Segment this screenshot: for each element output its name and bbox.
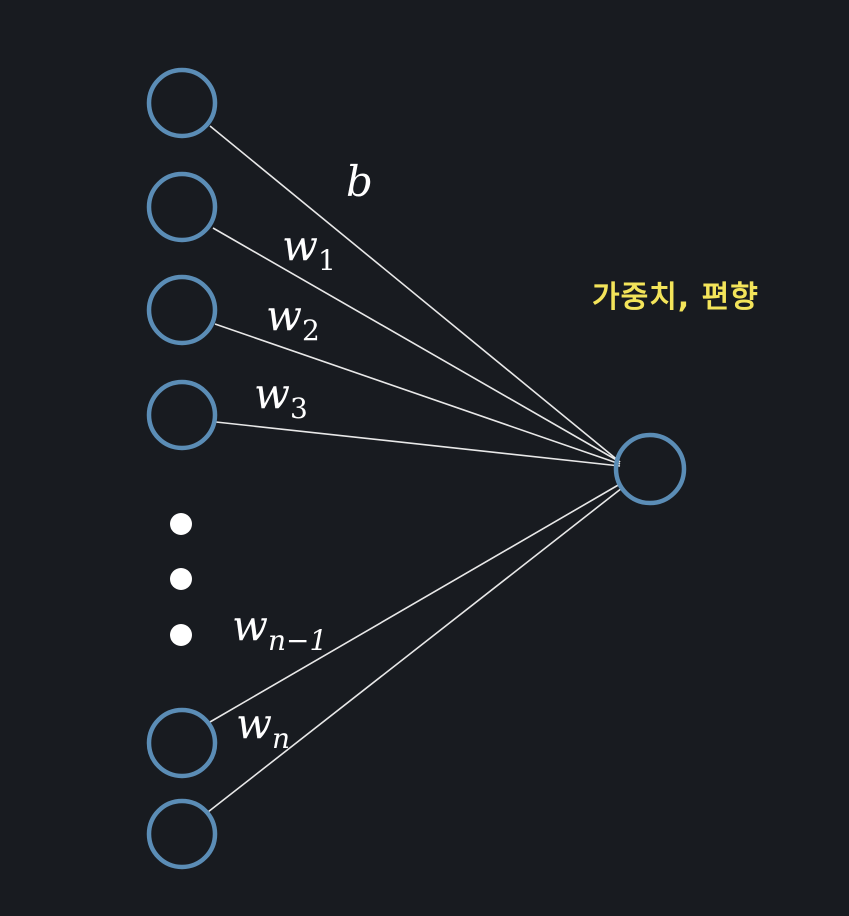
weight-label-wn: wn bbox=[236, 699, 290, 755]
input-node-n-1 bbox=[146, 707, 218, 779]
edge-wn bbox=[207, 487, 623, 813]
weight-label-w3: w3 bbox=[254, 369, 308, 425]
input-node-bias bbox=[146, 67, 218, 139]
weights-bias-annotation: 가중치, 편향 bbox=[592, 280, 759, 315]
output-node bbox=[613, 432, 687, 506]
edge-bias bbox=[209, 125, 621, 463]
ellipsis-dot bbox=[170, 568, 192, 590]
input-node-1 bbox=[146, 171, 218, 243]
input-node-3 bbox=[146, 379, 218, 451]
weight-label-wn-1: wn−1 bbox=[232, 601, 327, 657]
edge-wn-1 bbox=[209, 483, 621, 723]
weight-label-w2: w2 bbox=[266, 291, 320, 347]
input-node-n bbox=[146, 798, 218, 870]
bias-label: b bbox=[346, 157, 373, 206]
edge-w2 bbox=[214, 323, 621, 465]
edge-w3 bbox=[215, 421, 621, 467]
weight-label-w1: w1 bbox=[282, 221, 336, 277]
edge-w1 bbox=[212, 227, 621, 463]
input-node-2 bbox=[146, 274, 218, 346]
ellipsis-dot bbox=[170, 624, 192, 646]
ellipsis-dot bbox=[170, 513, 192, 535]
